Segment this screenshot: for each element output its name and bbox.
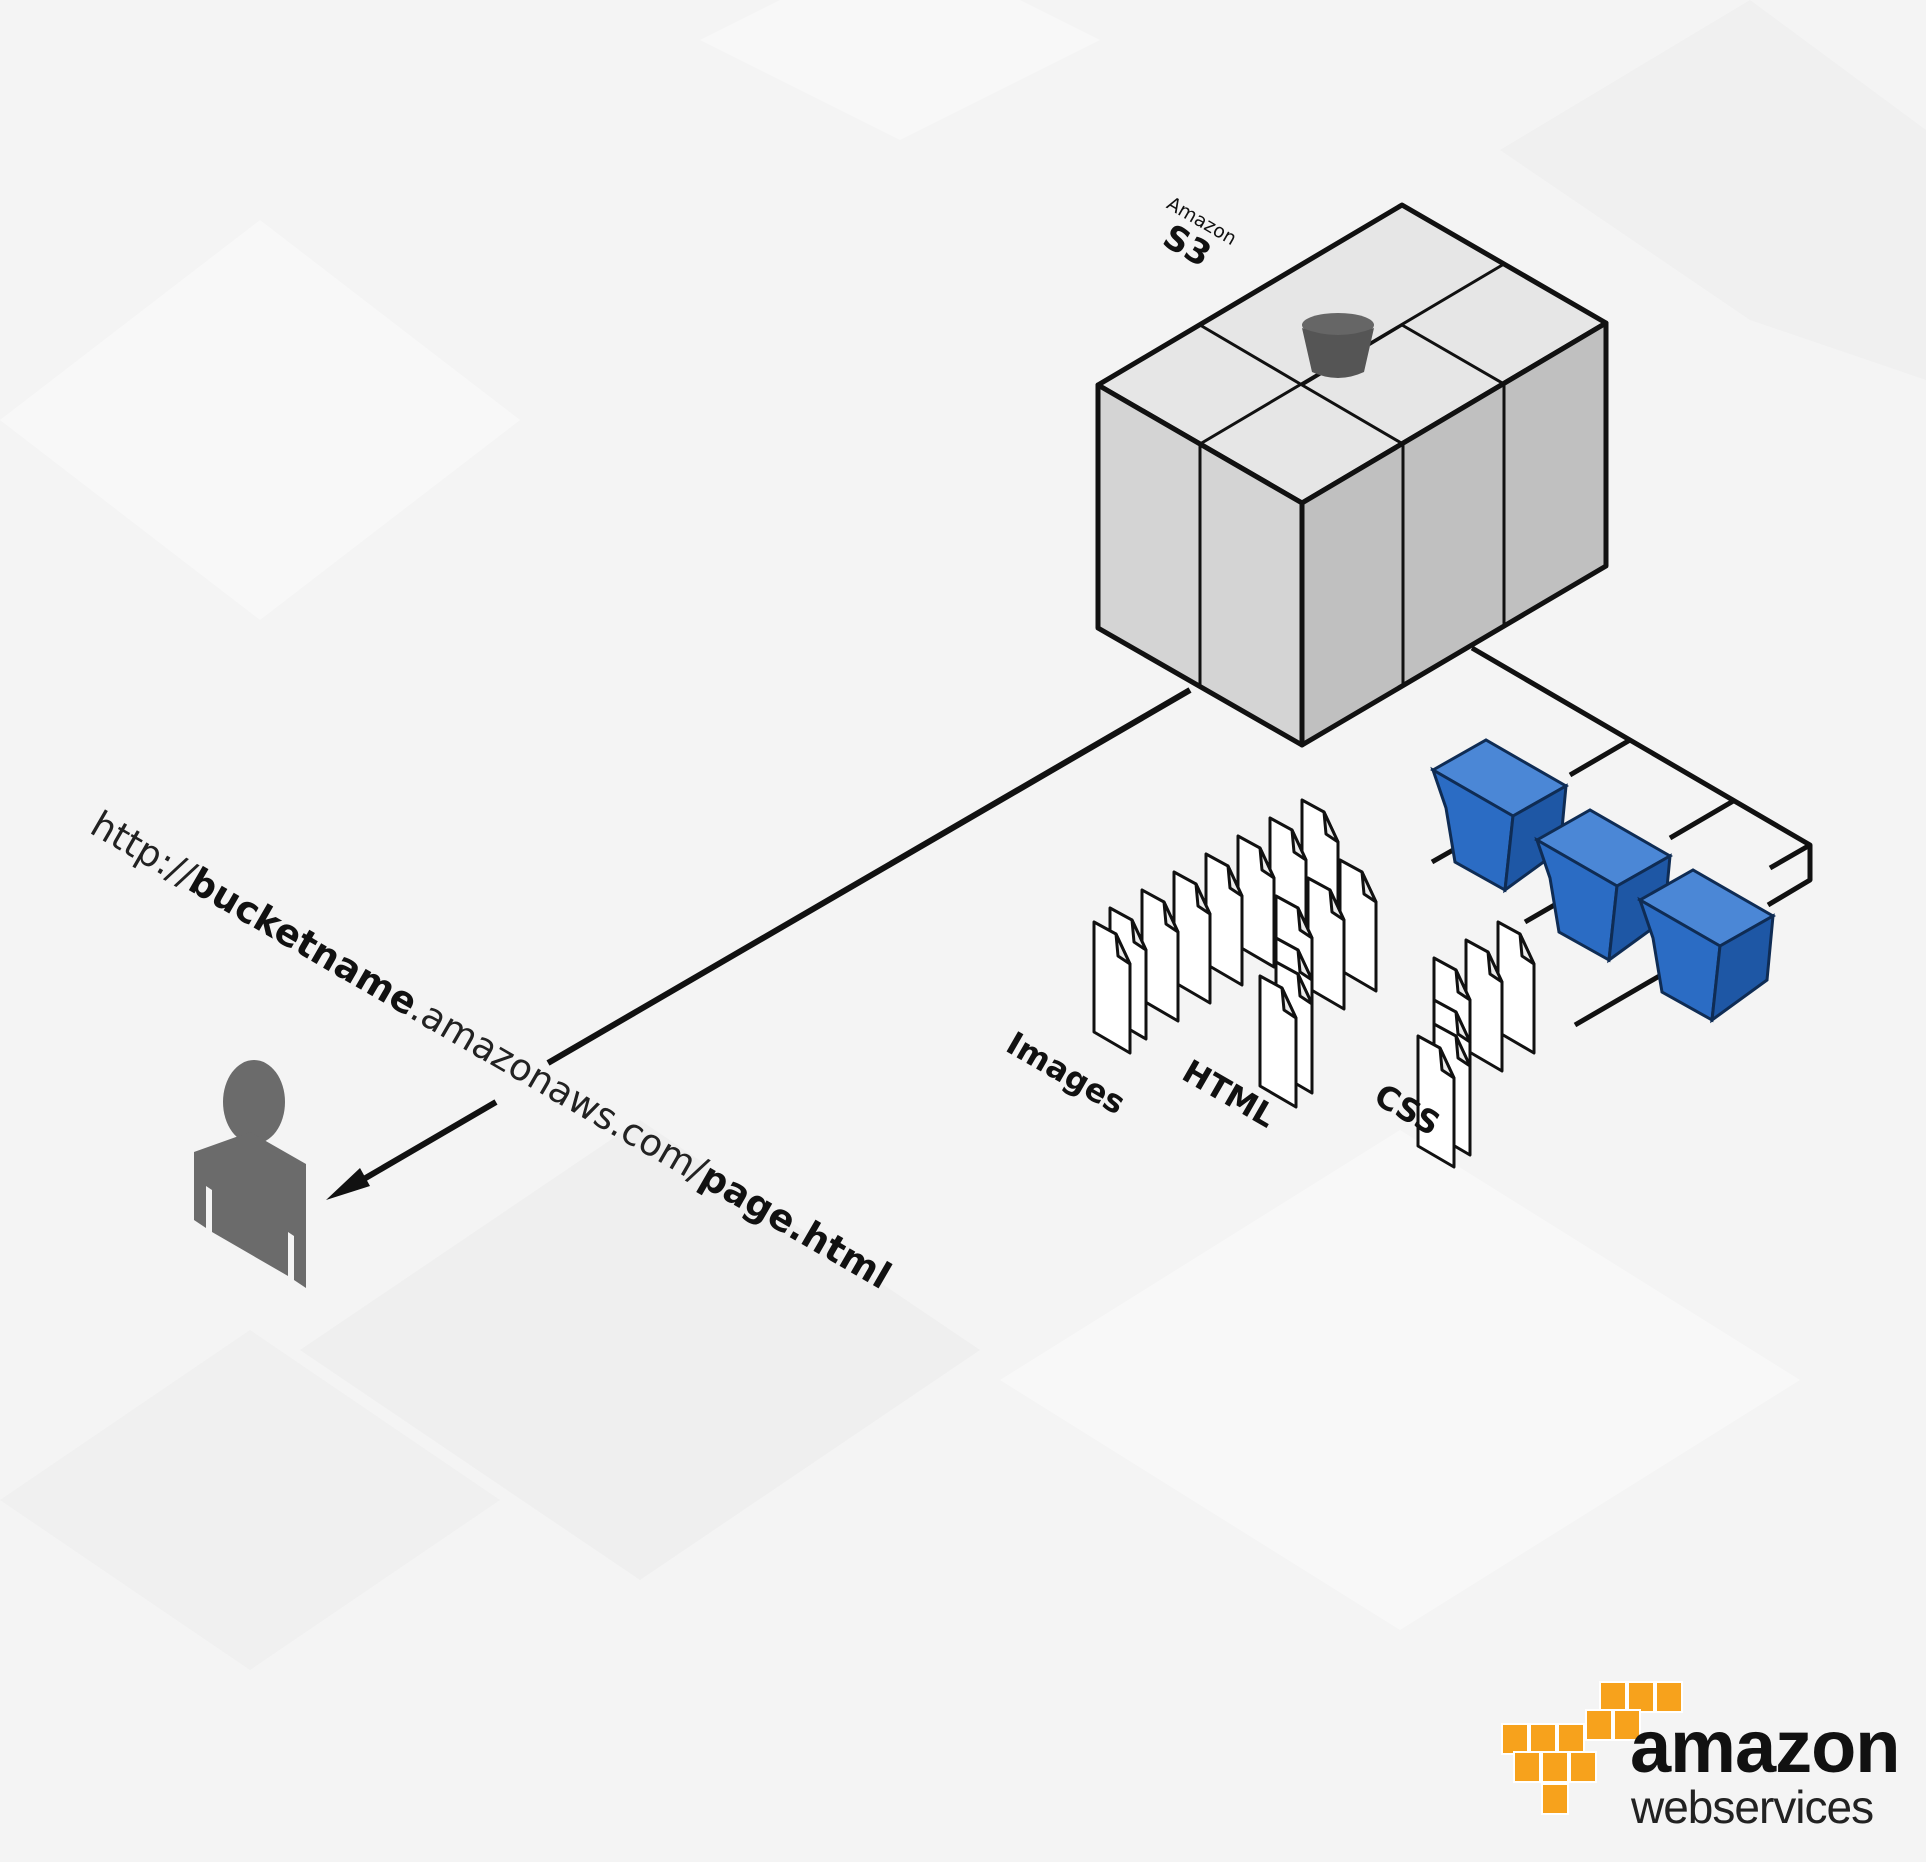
url-domain: .amazonaws.com/ (403, 987, 714, 1192)
css-file-stack (1416, 920, 1536, 1169)
bucket-icon (1533, 808, 1674, 964)
bucket-icon (1636, 868, 1777, 1024)
aws-logo: amazon webservices (1500, 1680, 1901, 1840)
html-file-stack (1258, 858, 1378, 1109)
logo-wordmark: amazon (1630, 1705, 1901, 1788)
s3-storage-icon (1095, 202, 1609, 748)
logo-tagline: webservices (1631, 1781, 1874, 1833)
url-bucket: bucketname (182, 859, 425, 1024)
user-icon (194, 1060, 306, 1288)
arrow-head (326, 1168, 370, 1200)
url-page: page.html (693, 1154, 898, 1297)
s3-bucket-glyph (1302, 313, 1374, 378)
s3-label: Amazon S3 (1156, 192, 1240, 275)
aws-logo-cubes (1501, 1681, 1683, 1815)
user-arrow-line (343, 1099, 498, 1193)
url-scheme: http:// (84, 803, 204, 897)
s3-to-user-line (546, 687, 1192, 1066)
